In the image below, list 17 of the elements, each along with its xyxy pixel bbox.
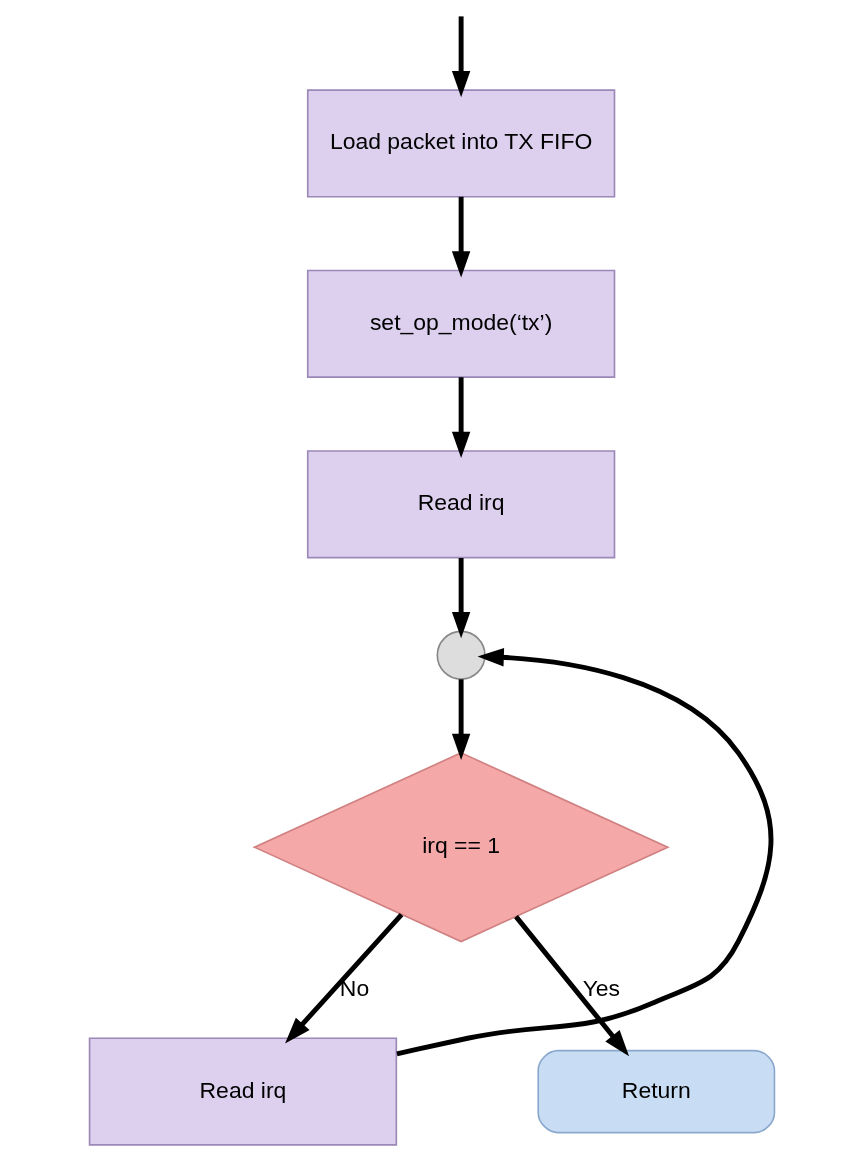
arrow — [451, 16, 470, 98]
node-box: Load packet into TX FIFO — [306, 89, 615, 198]
arrow — [451, 196, 470, 278]
node-box: Read irq — [306, 450, 615, 559]
arrow — [451, 679, 470, 760]
node-box: Return — [536, 1049, 775, 1134]
edge-label: No — [339, 974, 369, 1001]
arrow — [451, 558, 470, 639]
arrow — [395, 648, 773, 1057]
edge-label: Yes — [582, 974, 620, 1001]
node-box: Read irq — [88, 1037, 397, 1146]
arrow — [284, 913, 403, 1044]
arrow — [513, 915, 629, 1057]
node-diamond: irq == 1 — [251, 751, 670, 943]
node-box: set_op_mode(‘tx’) — [306, 269, 615, 378]
node-circle — [436, 630, 486, 680]
arrow — [451, 377, 470, 459]
